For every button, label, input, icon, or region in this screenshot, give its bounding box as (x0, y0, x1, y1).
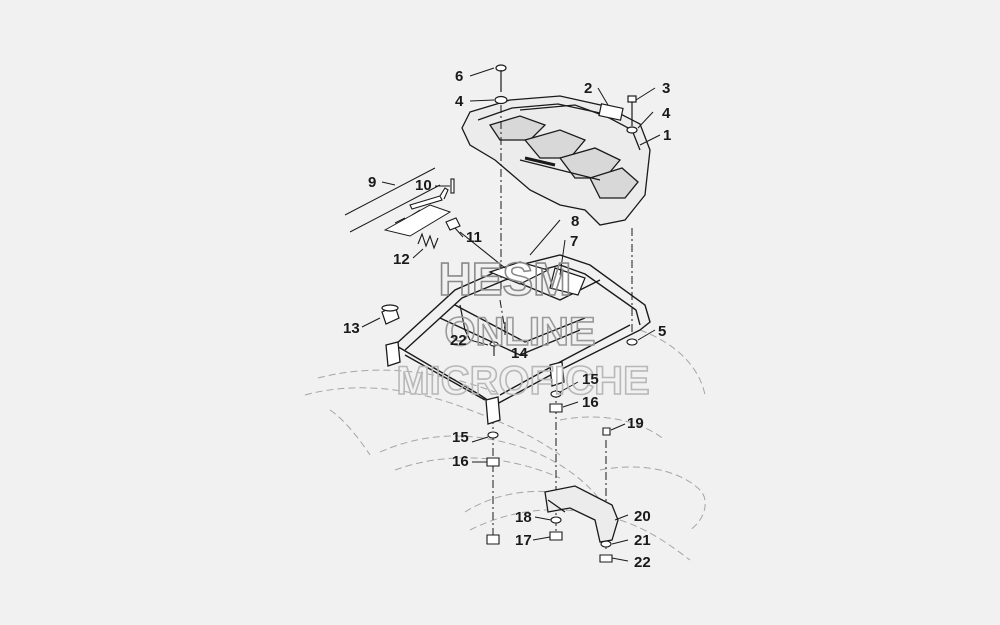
key-part (409, 187, 449, 210)
hardware-stack (486, 322, 638, 563)
watermark: HESM ONLINE MICROFICHE (396, 252, 651, 404)
callout-16-right: 16 (582, 394, 599, 411)
callout-14: 14 (511, 345, 528, 362)
watermark-line-1: HESM (439, 253, 572, 305)
callout-15-left: 15 (452, 429, 469, 446)
frame-foot-left (385, 341, 401, 367)
leader-lines (361, 67, 661, 562)
callout-5: 5 (658, 323, 666, 340)
callout-17: 17 (515, 532, 532, 549)
cap-part (381, 304, 400, 325)
callout-3: 3 (662, 80, 670, 97)
callout-22-left: 22 (450, 332, 467, 349)
callout-1: 1 (663, 127, 671, 144)
callout-4-left: 4 (455, 93, 464, 110)
washer-part-4-right (626, 126, 638, 134)
nut-17-right (549, 531, 563, 541)
callout-15-right: 15 (582, 371, 599, 388)
callout-9: 9 (368, 174, 376, 191)
callout-16-left: 16 (452, 453, 469, 470)
rack-cover-part (461, 95, 651, 226)
bolt-part-6 (494, 64, 508, 105)
mounting-bracket-part (544, 485, 619, 543)
pin-part-11 (445, 217, 461, 231)
decal-part (598, 103, 624, 121)
callout-22-right: 22 (634, 554, 651, 571)
nut-5 (626, 338, 638, 346)
callout-13: 13 (343, 320, 360, 337)
lock-assembly-part (344, 167, 452, 237)
washer-15-right (550, 390, 562, 398)
callout-10: 10 (415, 177, 432, 194)
callout-labels: 1 2 3 4 4 5 6 7 8 9 10 11 12 13 14 15 15… (343, 68, 671, 571)
bolt-19-head (602, 427, 611, 436)
callout-20: 20 (634, 508, 651, 525)
callout-11: 11 (466, 229, 482, 246)
nut-22-right (599, 554, 613, 563)
callout-12: 12 (393, 251, 410, 268)
callout-2: 2 (584, 80, 592, 97)
frame-foot-right (549, 361, 565, 387)
spring-part (417, 232, 439, 250)
callout-4-right: 4 (662, 105, 671, 122)
nut-16-right (549, 403, 563, 413)
callout-8: 8 (571, 213, 579, 230)
callout-18: 18 (515, 509, 532, 526)
nut-16-left (486, 457, 500, 467)
pin-part (450, 178, 455, 194)
watermark-line-2: ONLINE (444, 310, 595, 354)
nut-17-left (486, 534, 500, 545)
callout-19: 19 (627, 415, 644, 432)
callout-7: 7 (570, 233, 578, 250)
washer-18 (550, 516, 562, 524)
arrow-to-latch (459, 231, 506, 269)
callout-6: 6 (455, 68, 463, 85)
washer-15-left (487, 431, 499, 439)
watermark-line-3: MICROFICHE (396, 359, 649, 403)
bolt-part-3 (627, 95, 637, 126)
frame-foot-center (485, 396, 501, 425)
callout-21: 21 (634, 532, 651, 549)
